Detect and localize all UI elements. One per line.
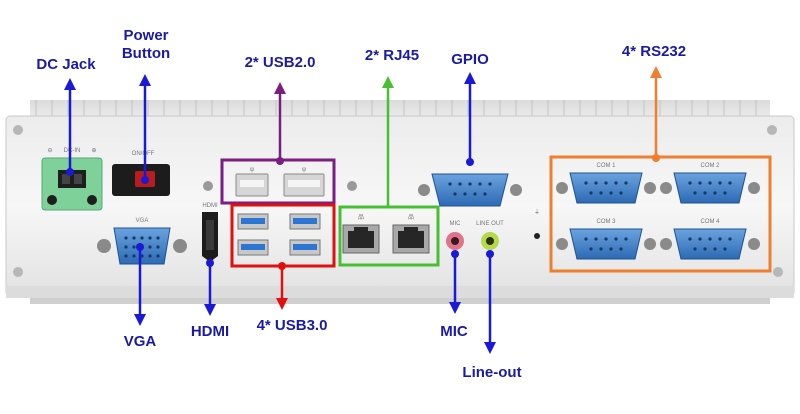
com-silk-2: COM 2 xyxy=(700,163,720,169)
line-out-label: Line-out xyxy=(462,364,521,381)
hdmi-label: HDMI xyxy=(191,323,229,340)
on-off-silk: ON/OFF xyxy=(132,151,155,157)
usb30-label: 4* USB3.0 xyxy=(257,317,328,334)
usb20-label: 2* USB2.0 xyxy=(245,54,316,71)
screw-icon xyxy=(203,181,213,191)
arrow-up-icon xyxy=(382,76,394,88)
com-port-1: COM 1 xyxy=(556,163,656,204)
screw-icon xyxy=(767,125,777,135)
usb30-ports xyxy=(237,213,321,256)
rs232-highlight-box xyxy=(549,155,772,273)
arrow-up-icon xyxy=(64,78,76,90)
line-out-silk: LINE OUT xyxy=(476,221,504,227)
arrow-up-icon xyxy=(139,74,151,86)
arrow-down-icon xyxy=(449,302,461,314)
svg-text:⊖: ⊖ xyxy=(47,148,52,154)
screw-icon xyxy=(13,125,23,135)
svg-text:⊕: ⊕ xyxy=(91,148,96,154)
audio-jacks: MIC LINE OUT ⏚ xyxy=(446,209,540,250)
usb-icon: ψ xyxy=(250,167,254,173)
dc-jack: DC-IN ⊖ ⊕ xyxy=(41,148,103,211)
rj45-ports: 品 品 xyxy=(342,214,430,254)
hdmi-silk: HDMI xyxy=(202,203,218,209)
gpio-label: GPIO xyxy=(451,51,489,68)
vga-label: VGA xyxy=(124,333,157,350)
vga-silk: VGA xyxy=(136,218,149,224)
ground-icon: ⏚ xyxy=(534,209,540,216)
mic-label: MIC xyxy=(440,323,468,340)
com-silk-3: COM 3 xyxy=(596,219,616,225)
dc-jack-label: DC Jack xyxy=(36,56,96,73)
callout-labels: DC Jack Power Button 2* USB2.0 2* RJ45 G… xyxy=(36,27,686,381)
com-port-3: COM 3 xyxy=(556,219,656,260)
screw-icon xyxy=(773,267,783,277)
com-port-4: COM 4 xyxy=(660,219,760,260)
com-silk-4: COM 4 xyxy=(700,219,720,225)
com-silk-1: COM 1 xyxy=(596,163,616,169)
mic-silk: MIC xyxy=(450,221,462,227)
arrow-down-icon xyxy=(204,304,216,316)
led-indicator xyxy=(534,233,540,239)
arrow-down-icon xyxy=(276,298,288,310)
com-ports: COM 1 COM 2 COM 3 COM 4 xyxy=(556,163,760,260)
gpio-port xyxy=(418,173,522,207)
arrow-up-icon xyxy=(274,82,286,94)
network-icon: 品 xyxy=(408,214,414,221)
arrow-down-icon xyxy=(484,342,496,354)
rj45-label: 2* RJ45 xyxy=(365,47,419,64)
usb20-ports: ψ ψ xyxy=(235,167,325,197)
power-button-label-line2: Button xyxy=(122,45,170,62)
callout-arrows xyxy=(64,66,662,354)
arrow-up-icon xyxy=(650,66,662,78)
chassis xyxy=(5,115,795,304)
arrow-down-icon xyxy=(134,314,146,326)
power-button-label-line1: Power xyxy=(123,27,168,44)
hdmi-port: HDMI xyxy=(202,203,218,262)
screw-icon xyxy=(347,181,357,191)
dc-in-silk: DC-IN xyxy=(64,148,81,154)
com-port-2: COM 2 xyxy=(660,163,760,204)
screw-icon xyxy=(13,267,23,277)
rs232-label: 4* RS232 xyxy=(622,43,686,60)
arrow-up-icon xyxy=(464,72,476,84)
usb-icon: ψ xyxy=(302,167,306,173)
network-icon: 品 xyxy=(358,214,364,221)
